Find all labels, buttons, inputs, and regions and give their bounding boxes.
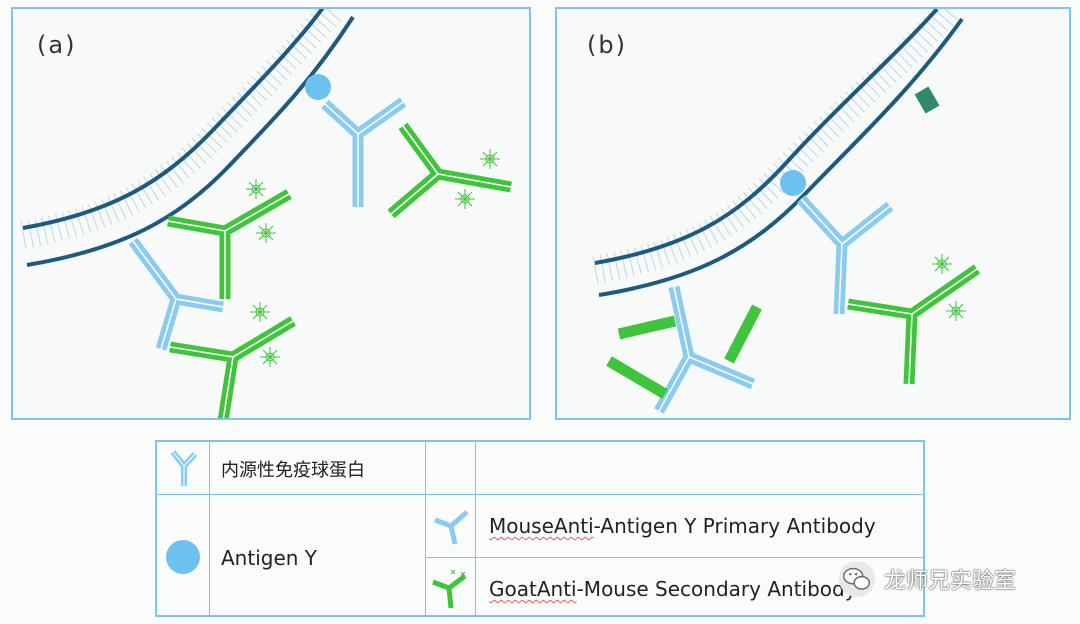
panel-a-diagram [20, 9, 512, 418]
primary-antibody [321, 97, 407, 207]
secondary-prefix: GoatAnti [489, 577, 577, 601]
unbound-antibody-fragments [606, 304, 762, 399]
endogenous-ig-icon [170, 450, 198, 486]
antigen-y [780, 170, 806, 196]
secondary-antibody [847, 264, 981, 385]
legend-divider [425, 557, 923, 558]
antigen-y [305, 74, 331, 100]
panel-a-label: (a) [37, 31, 77, 59]
endogenous-immunoglobulin [128, 237, 224, 351]
watermark: 龙师兄实验室 [838, 560, 1016, 598]
legend-endogenous-ig-label: 内源性免疫球蛋白 [221, 460, 365, 481]
legend-divider [425, 442, 426, 615]
antigen-icon [166, 540, 200, 574]
legend-table: 内源性免疫球蛋白 Antigen Y MouseAnti-Antigen Y P… [155, 440, 925, 617]
legend-divider [157, 494, 425, 495]
primary-rest: -Antigen Y Primary Antibody [593, 514, 876, 538]
panel-b-diagram [592, 9, 981, 414]
panel-b-label: (b) [587, 31, 627, 59]
fluorophore-icon [246, 179, 280, 367]
cell-membrane [592, 9, 964, 297]
legend-divider [475, 442, 476, 615]
wechat-icon [838, 560, 876, 598]
legend-divider [209, 442, 210, 615]
secondary-antibody [167, 189, 292, 299]
fluorophore-icon [455, 149, 500, 209]
legend-divider [425, 494, 923, 495]
panel-a: (a) [11, 7, 531, 420]
legend-secondary-antibody-label: GoatAnti-Mouse Secondary Antibody [489, 577, 857, 601]
primary-antibody [796, 195, 894, 315]
legend-antigen-label: Antigen Y [221, 546, 318, 570]
secondary-antibody [387, 122, 512, 219]
legend-primary-antibody-label: MouseAnti-Antigen Y Primary Antibody [489, 514, 876, 538]
panel-b: (b) [555, 7, 1071, 420]
fluorophore-icon [932, 254, 966, 321]
primary-prefix: MouseAnti [489, 514, 594, 538]
secondary-antibody [169, 316, 296, 418]
watermark-text: 龙师兄实验室 [884, 569, 1017, 594]
endogenous-immunoglobulin [654, 285, 756, 414]
secondary-antibody-icon [432, 569, 467, 609]
endogenous-marker [914, 86, 940, 114]
secondary-rest: -Mouse Secondary Antibody [576, 577, 857, 601]
primary-antibody-icon [434, 510, 469, 545]
cell-membrane [20, 9, 355, 267]
